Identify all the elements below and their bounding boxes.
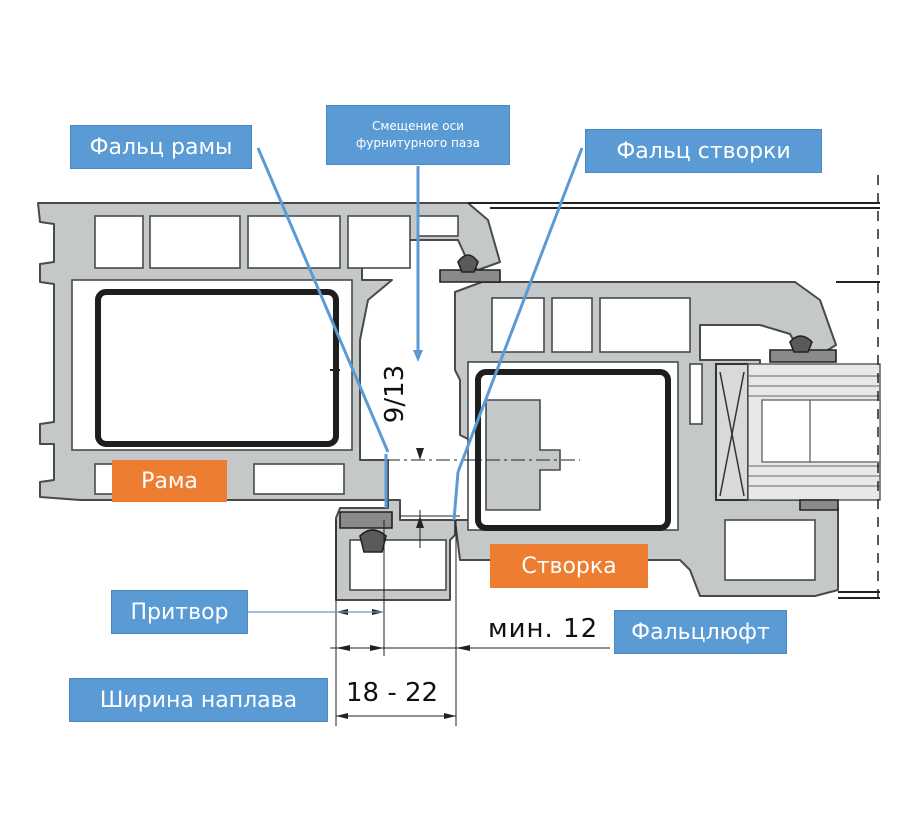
rebate-stop-label: Притвор	[130, 599, 229, 625]
dimension-arrows	[336, 448, 470, 719]
glazing-unit	[715, 363, 881, 501]
frame-tag-label: Рама	[141, 468, 198, 494]
axis-offset-callout: Смещение оси фурнитурного паза	[326, 105, 510, 165]
frame-reinforcement	[95, 289, 339, 447]
rebate-stop-callout: Притвор	[111, 590, 248, 634]
hardware-groove	[485, 399, 561, 511]
leader-lines	[256, 147, 584, 521]
frame-rebate-label: Фальц рамы	[89, 134, 233, 160]
axis-offset-label-line1: Смещение оси	[371, 119, 465, 133]
frame-top-lines	[468, 175, 880, 600]
overlap-width-label: Ширина наплава	[99, 687, 298, 713]
sash-rebate-label: Фальц створки	[616, 138, 791, 164]
overlap-dimension: 18 - 22	[346, 678, 439, 708]
sash-rebate-callout: Фальц створки	[585, 129, 822, 173]
rebate-clearance-callout: Фальцлюфт	[614, 610, 787, 654]
axis-offset-arrow	[413, 350, 423, 362]
sash-tag: Створка	[490, 544, 648, 588]
min-clearance-dimension: мин. 12	[488, 614, 599, 644]
frame-tag: Рама	[112, 460, 227, 502]
overlap-width-callout: Ширина наплава	[69, 678, 328, 722]
rebate-clearance-label: Фальцлюфт	[631, 619, 770, 645]
frame-rebate-callout: Фальц рамы	[70, 125, 252, 169]
axis-offset-dimension: 9/13	[380, 364, 410, 424]
axis-offset-label-line2: фурнитурного паза	[356, 136, 480, 150]
sash-tag-label: Створка	[521, 553, 617, 579]
seals	[339, 254, 839, 553]
